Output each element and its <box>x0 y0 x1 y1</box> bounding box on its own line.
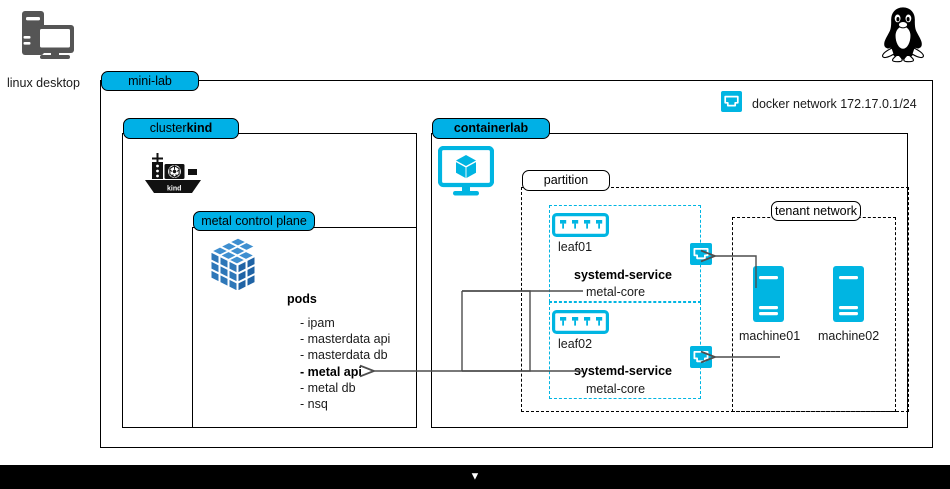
cluster-kind-tab[interactable]: cluster kind <box>123 118 239 139</box>
cluster-tab-prefix: cluster <box>149 121 187 136</box>
linux-tux-penguin-icon <box>872 4 934 66</box>
metal-control-plane-tab[interactable]: metal control plane <box>193 211 315 231</box>
pods-heading: pods <box>287 292 317 306</box>
linux-desktop-label: linux desktop <box>7 76 80 90</box>
network-switch-icon <box>552 310 609 334</box>
leaf01-label: leaf01 <box>558 240 593 254</box>
server-machine-icon <box>753 266 784 322</box>
kubernetes-cube-icon <box>203 237 257 292</box>
leaf02-service-name: metal-core <box>586 382 646 396</box>
list-item: - masterdata db <box>300 348 388 363</box>
list-item: - metal db <box>300 380 356 395</box>
machine01-label: machine01 <box>739 329 801 343</box>
network-port-icon <box>721 91 742 112</box>
list-item: - ipam <box>300 316 335 330</box>
leaf02-label: leaf02 <box>558 337 593 351</box>
containerlab-tab[interactable]: containerlab <box>432 118 550 139</box>
machine02-label: machine02 <box>818 329 880 343</box>
containerlab-container <box>431 133 908 428</box>
server-machine-icon <box>833 266 864 322</box>
cluster-tab-bold: kind <box>186 121 213 136</box>
network-port-icon <box>690 243 712 265</box>
list-item: - masterdata api <box>300 332 391 347</box>
linux-desktop-icon <box>18 8 80 66</box>
kind-ship-icon: kind <box>142 152 208 197</box>
footer-bar: ▼ <box>0 465 950 489</box>
containerlab-monitor-cube-icon <box>437 145 495 198</box>
chevron-down-icon[interactable]: ▼ <box>469 470 481 483</box>
minilab-container <box>100 80 933 448</box>
kind-ship-icon-text: kind <box>167 186 181 193</box>
list-item-metal-api: - metal api <box>300 364 362 379</box>
tenant-network-tab[interactable]: tenant network <box>771 201 861 221</box>
minilab-tab[interactable]: mini-lab <box>101 71 199 91</box>
docker-network-label: docker network 172.17.0.1/24 <box>752 97 917 111</box>
leaf02-service-heading: systemd-service <box>574 364 672 378</box>
network-switch-icon <box>552 213 609 237</box>
partition-tab[interactable]: partition <box>522 170 610 191</box>
network-port-icon <box>690 346 712 368</box>
pods-list: - ipam - masterdata api - masterdata db … <box>300 315 390 412</box>
leaf01-service-heading: systemd-service <box>574 268 672 282</box>
list-item: - nsq <box>300 397 328 412</box>
leaf01-service-name: metal-core <box>586 285 646 299</box>
